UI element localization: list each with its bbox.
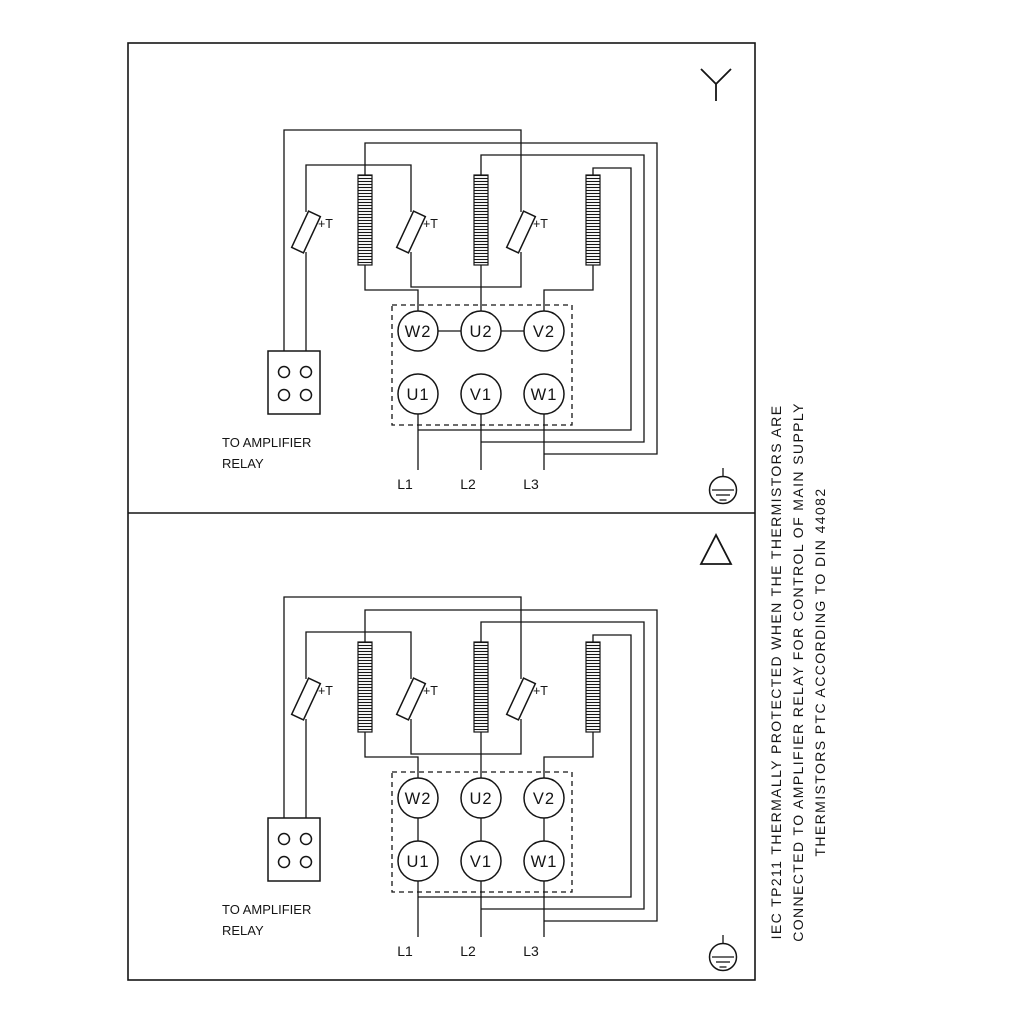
terminal-v1: V1 bbox=[460, 840, 502, 882]
wire bbox=[364, 265, 419, 311]
thermistor-label: +T bbox=[423, 684, 438, 698]
thermistor-label: +T bbox=[318, 684, 333, 698]
wire bbox=[364, 142, 658, 455]
supply-l2: L2 bbox=[460, 943, 476, 959]
relay-terminal-block bbox=[267, 817, 321, 882]
thermistor: +T bbox=[395, 210, 438, 254]
wire bbox=[410, 719, 522, 755]
terminal-u2: U2 bbox=[460, 777, 502, 819]
terminal-u2: U2 bbox=[460, 310, 502, 352]
thermistor: +T bbox=[505, 677, 548, 721]
delta-connection-icon bbox=[699, 533, 733, 565]
wire bbox=[480, 621, 645, 910]
ground-icon bbox=[708, 468, 738, 505]
wire bbox=[283, 596, 522, 818]
winding-coil bbox=[585, 174, 601, 266]
supply-l3: L3 bbox=[523, 476, 539, 492]
thermistor: +T bbox=[505, 210, 548, 254]
thermistor: +T bbox=[290, 677, 333, 721]
wire bbox=[543, 732, 594, 778]
side-note-line3: THERMISTORS PTC ACCORDING TO DIN 44082 bbox=[812, 487, 828, 856]
terminal-u1: U1 bbox=[397, 373, 439, 415]
wye-connection-icon bbox=[700, 68, 732, 101]
svg-text:W2: W2 bbox=[405, 323, 432, 341]
relay-caption-line1: TO AMPLIFIER bbox=[222, 435, 311, 450]
thermistor-label: +T bbox=[423, 217, 438, 231]
svg-text:V2: V2 bbox=[533, 790, 555, 808]
winding-coil bbox=[473, 174, 489, 266]
relay-terminal-block bbox=[267, 350, 321, 415]
svg-text:W1: W1 bbox=[531, 853, 558, 871]
thermistor-label: +T bbox=[533, 217, 548, 231]
winding-coil bbox=[585, 641, 601, 733]
terminal-v2: V2 bbox=[523, 777, 565, 819]
terminal-v2: V2 bbox=[523, 310, 565, 352]
terminal-box bbox=[391, 304, 573, 426]
terminal-w2: W2 bbox=[397, 310, 439, 352]
svg-text:U2: U2 bbox=[469, 323, 492, 341]
wire bbox=[364, 732, 419, 778]
relay-caption-line2: RELAY bbox=[222, 923, 264, 938]
terminal-v1: V1 bbox=[460, 373, 502, 415]
relay-caption-line2: RELAY bbox=[222, 456, 264, 471]
diagram-frame bbox=[127, 42, 756, 981]
supply-l3: L3 bbox=[523, 943, 539, 959]
ground-icon bbox=[708, 935, 738, 972]
side-note: IEC TP211 THERMALLY PROTECTED WHEN THE T… bbox=[768, 402, 828, 942]
panel-delta-connection: +T +T +T W2 U2 V2 U1 bbox=[222, 533, 738, 972]
svg-text:U1: U1 bbox=[406, 853, 429, 871]
terminal-box bbox=[391, 771, 573, 893]
svg-text:U1: U1 bbox=[406, 386, 429, 404]
thermistor: +T bbox=[395, 677, 438, 721]
panel-star-connection: +T +T +T W2 U2 V2 U1 bbox=[222, 68, 738, 505]
supply-l2: L2 bbox=[460, 476, 476, 492]
svg-text:V1: V1 bbox=[470, 853, 492, 871]
wire bbox=[305, 631, 412, 679]
svg-text:W1: W1 bbox=[531, 386, 558, 404]
wire bbox=[283, 129, 522, 351]
side-note-line1: IEC TP211 THERMALLY PROTECTED WHEN THE T… bbox=[768, 405, 784, 940]
supply-l1: L1 bbox=[397, 476, 413, 492]
relay-caption-line1: TO AMPLIFIER bbox=[222, 902, 311, 917]
svg-text:W2: W2 bbox=[405, 790, 432, 808]
svg-text:V1: V1 bbox=[470, 386, 492, 404]
winding-coil bbox=[473, 641, 489, 733]
winding-coil bbox=[357, 641, 373, 733]
wire bbox=[418, 167, 632, 431]
thermistor: +T bbox=[290, 210, 333, 254]
side-note-line2: CONNECTED TO AMPLIFIER RELAY FOR CONTROL… bbox=[790, 402, 806, 942]
thermistor-label: +T bbox=[318, 217, 333, 231]
wire bbox=[410, 252, 522, 288]
terminal-w2: W2 bbox=[397, 777, 439, 819]
wire bbox=[418, 634, 632, 898]
terminal-w1: W1 bbox=[523, 373, 565, 415]
wire bbox=[305, 164, 412, 212]
svg-text:V2: V2 bbox=[533, 323, 555, 341]
wire bbox=[364, 609, 658, 922]
terminal-w1: W1 bbox=[523, 840, 565, 882]
wire bbox=[480, 154, 645, 443]
thermistor-label: +T bbox=[533, 684, 548, 698]
wire bbox=[543, 265, 594, 311]
svg-text:U2: U2 bbox=[469, 790, 492, 808]
terminal-u1: U1 bbox=[397, 840, 439, 882]
supply-l1: L1 bbox=[397, 943, 413, 959]
winding-coil bbox=[357, 174, 373, 266]
